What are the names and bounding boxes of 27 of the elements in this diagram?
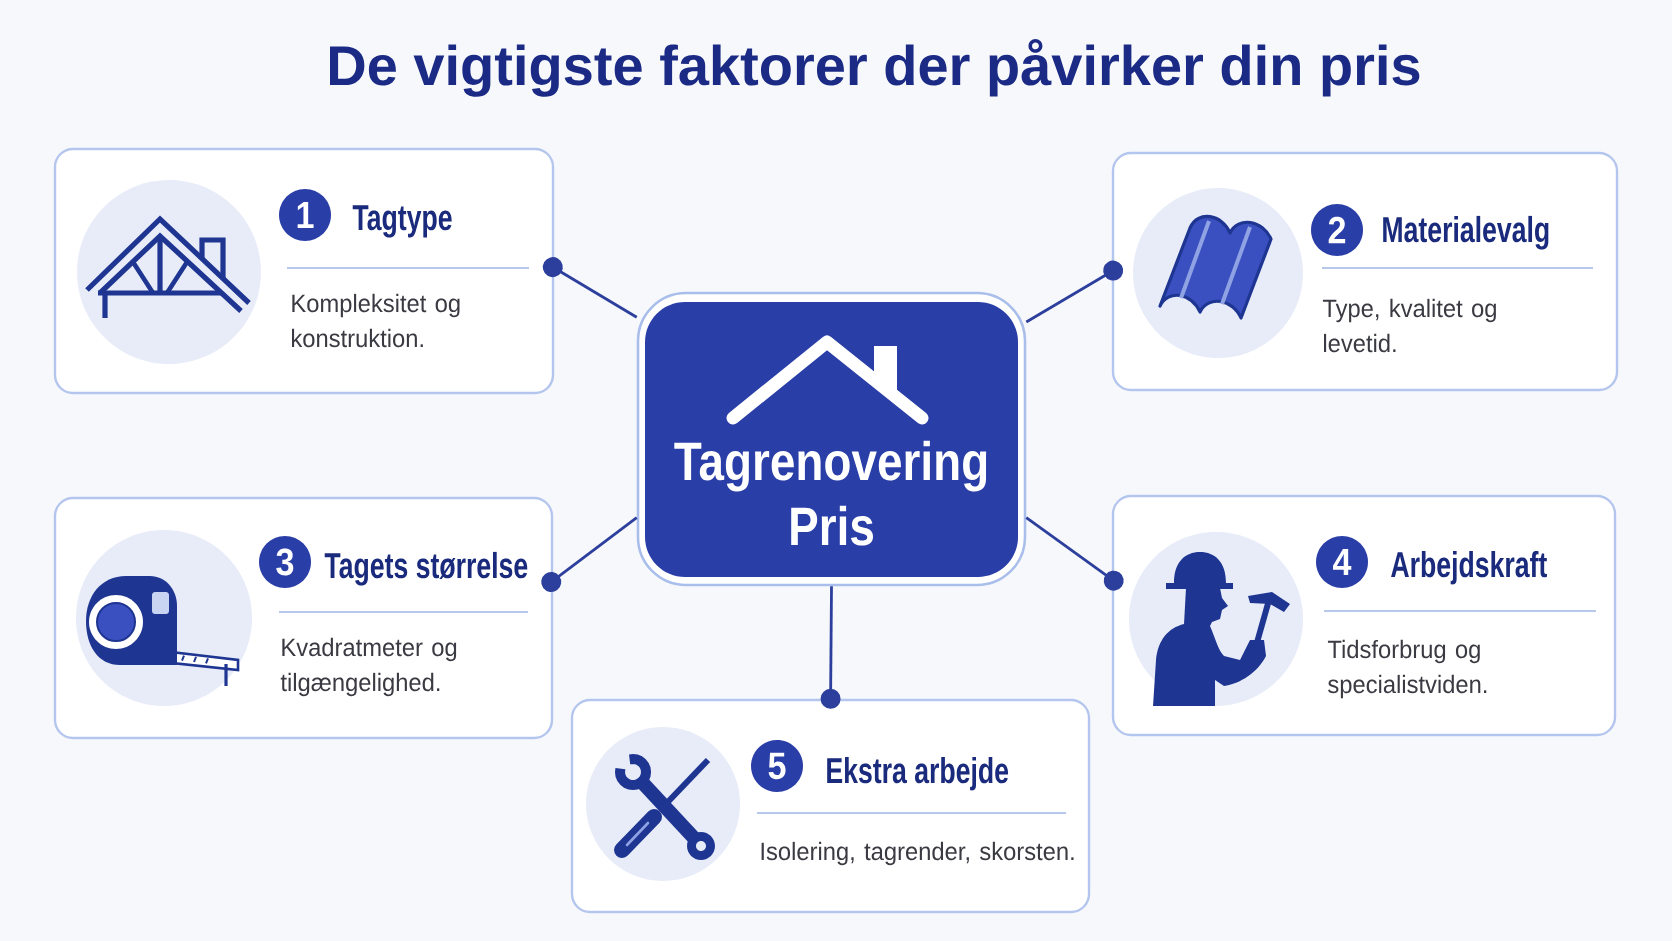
number-badge: 2	[1311, 204, 1363, 256]
card-title: Tagtype	[352, 205, 452, 238]
connector-line	[541, 516, 638, 592]
center-box: Tagrenovering Pris	[636, 291, 1027, 587]
connector-line	[1025, 260, 1124, 324]
info-card	[570, 698, 1091, 914]
card-text: Tidsforbrug og specialistviden.	[1327, 639, 1487, 699]
card-title: Arbejdskraft	[1391, 550, 1547, 585]
number-badge: 5	[751, 740, 803, 792]
card-text: Isolering, tagrender, skorsten.	[761, 841, 1074, 866]
connector-line	[1025, 516, 1124, 591]
connector-line	[820, 586, 841, 709]
info-card	[1111, 151, 1619, 392]
card-title: Ekstra arbejde	[827, 756, 1009, 791]
number-badge: 3	[259, 536, 311, 588]
card-text: Kvadratmeter og tilgængelighed.	[280, 637, 457, 697]
card-title: Tagets størrelse	[324, 551, 528, 586]
info-card	[1111, 494, 1617, 737]
info-card	[53, 147, 555, 395]
number-badge: 4	[1316, 536, 1368, 588]
card-title: Materialevalg	[1383, 215, 1549, 250]
info-card	[53, 496, 554, 740]
number-badge: 1	[279, 189, 331, 241]
card-text: Type, kvalitet og levetid.	[1322, 298, 1496, 353]
connector-line	[542, 257, 638, 319]
title: De vigtigste faktorer der påvirker din pris	[330, 38, 1420, 97]
card-text: Kompleksitet og konstruktion.	[292, 293, 460, 348]
